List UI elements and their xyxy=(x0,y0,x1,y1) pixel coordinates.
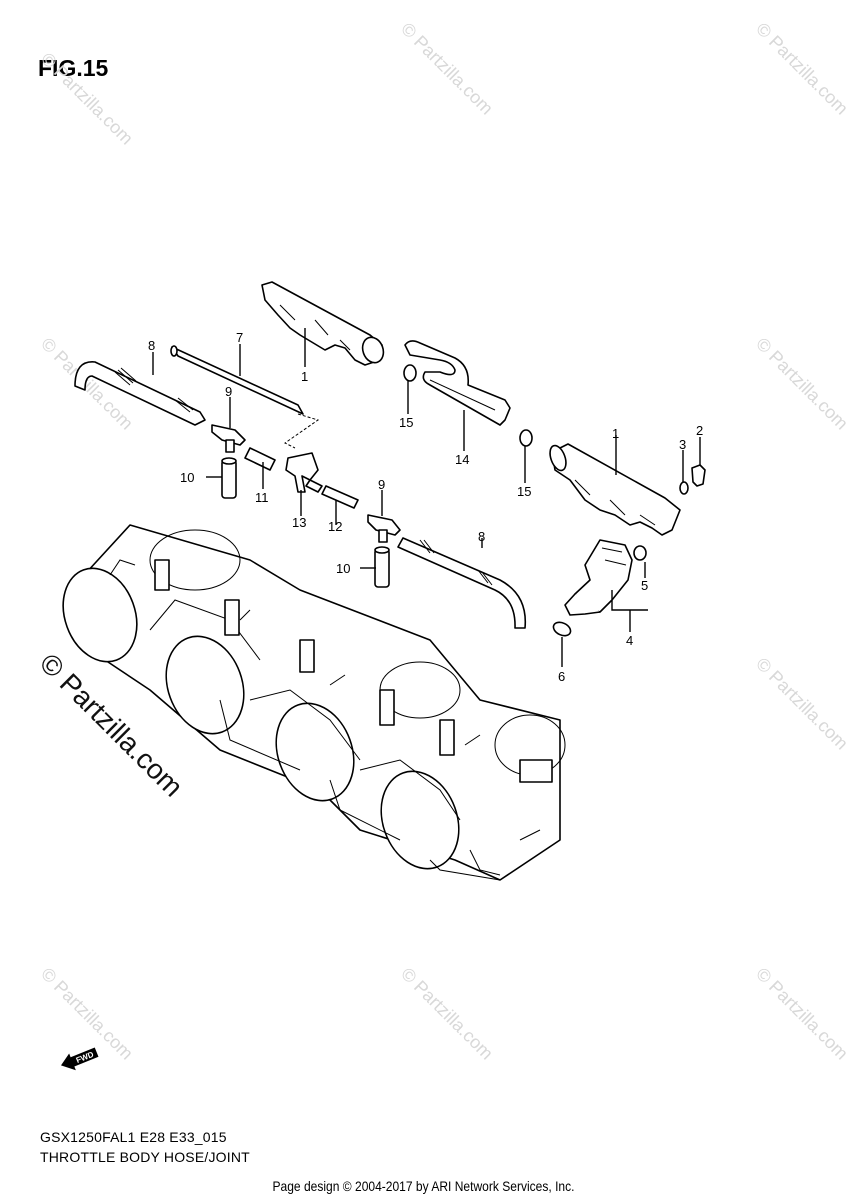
o-ring-5 xyxy=(633,545,647,561)
callout-2: 2 xyxy=(696,423,703,438)
leader-lines xyxy=(152,328,701,667)
o-ring-15-right xyxy=(519,429,533,447)
callout-11: 11 xyxy=(255,490,269,505)
screw-2 xyxy=(691,464,706,487)
fuel-pipe-14 xyxy=(404,340,511,426)
callout-3: 3 xyxy=(679,437,686,452)
watermark-small: © Partzilla.com xyxy=(752,964,847,1064)
callout-8b: 8 xyxy=(478,529,485,544)
delivery-pipe-1-right xyxy=(549,443,681,536)
joint-13 xyxy=(285,452,323,493)
callout-10a: 10 xyxy=(180,470,194,485)
joint-9-upper xyxy=(211,424,246,453)
callout-7: 7 xyxy=(236,330,243,345)
joint-9-lower xyxy=(367,514,401,543)
callout-9a: 9 xyxy=(225,384,232,399)
callout-12: 12 xyxy=(328,519,342,534)
callout-13: 13 xyxy=(292,515,306,530)
callout-15a: 15 xyxy=(399,415,413,430)
hose-8-lower xyxy=(397,537,527,629)
injector-4 xyxy=(564,539,633,616)
callout-labels: 1 1 2 3 4 5 6 7 8 8 9 9 10 10 11 12 13 1… xyxy=(148,330,703,684)
section-name: THROTTLE BODY HOSE/JOINT xyxy=(40,1149,250,1165)
fwd-label: FWD xyxy=(75,1050,95,1065)
callout-4: 4 xyxy=(626,633,633,648)
callout-10b: 10 xyxy=(336,561,350,576)
watermark-small: © Partzilla.com xyxy=(397,19,497,119)
hose-12 xyxy=(321,485,359,509)
throttle-body-assembly xyxy=(62,524,566,881)
fwd-arrow-icon: FWD xyxy=(60,1047,99,1071)
model-code: GSX1250FAL1 E28 E33_015 xyxy=(40,1129,227,1145)
o-ring-15-upper xyxy=(403,364,417,382)
delivery-pipe-1-upper xyxy=(261,281,385,366)
callout-6: 6 xyxy=(558,669,565,684)
callout-5: 5 xyxy=(641,578,648,593)
hose-10-upper xyxy=(221,457,237,499)
callout-1a: 1 xyxy=(301,369,308,384)
hose-7 xyxy=(170,345,304,415)
callout-14: 14 xyxy=(455,452,469,467)
callout-8a: 8 xyxy=(148,338,155,353)
footer-copyright: Page design © 2004-2017 by ARI Network S… xyxy=(272,1178,575,1194)
figure-title: FIG.15 xyxy=(38,55,109,81)
watermark-small: © Partzilla.com xyxy=(752,334,847,434)
o-ring-6 xyxy=(552,621,572,637)
callout-1b: 1 xyxy=(612,426,619,441)
hose-8-upper xyxy=(74,361,206,426)
watermark-small: © Partzilla.com xyxy=(752,19,847,119)
washer-3 xyxy=(679,481,689,495)
callout-9b: 9 xyxy=(378,477,385,492)
watermark-small: © Partzilla.com xyxy=(397,964,497,1064)
watermark-small: © Partzilla.com xyxy=(752,654,847,754)
watermark-small: © Partzilla.com xyxy=(37,49,137,149)
hose-10-lower xyxy=(374,546,390,588)
watermark-small: © Partzilla.com xyxy=(37,964,137,1064)
hose-11 xyxy=(244,447,276,471)
callout-15b: 15 xyxy=(517,484,531,499)
